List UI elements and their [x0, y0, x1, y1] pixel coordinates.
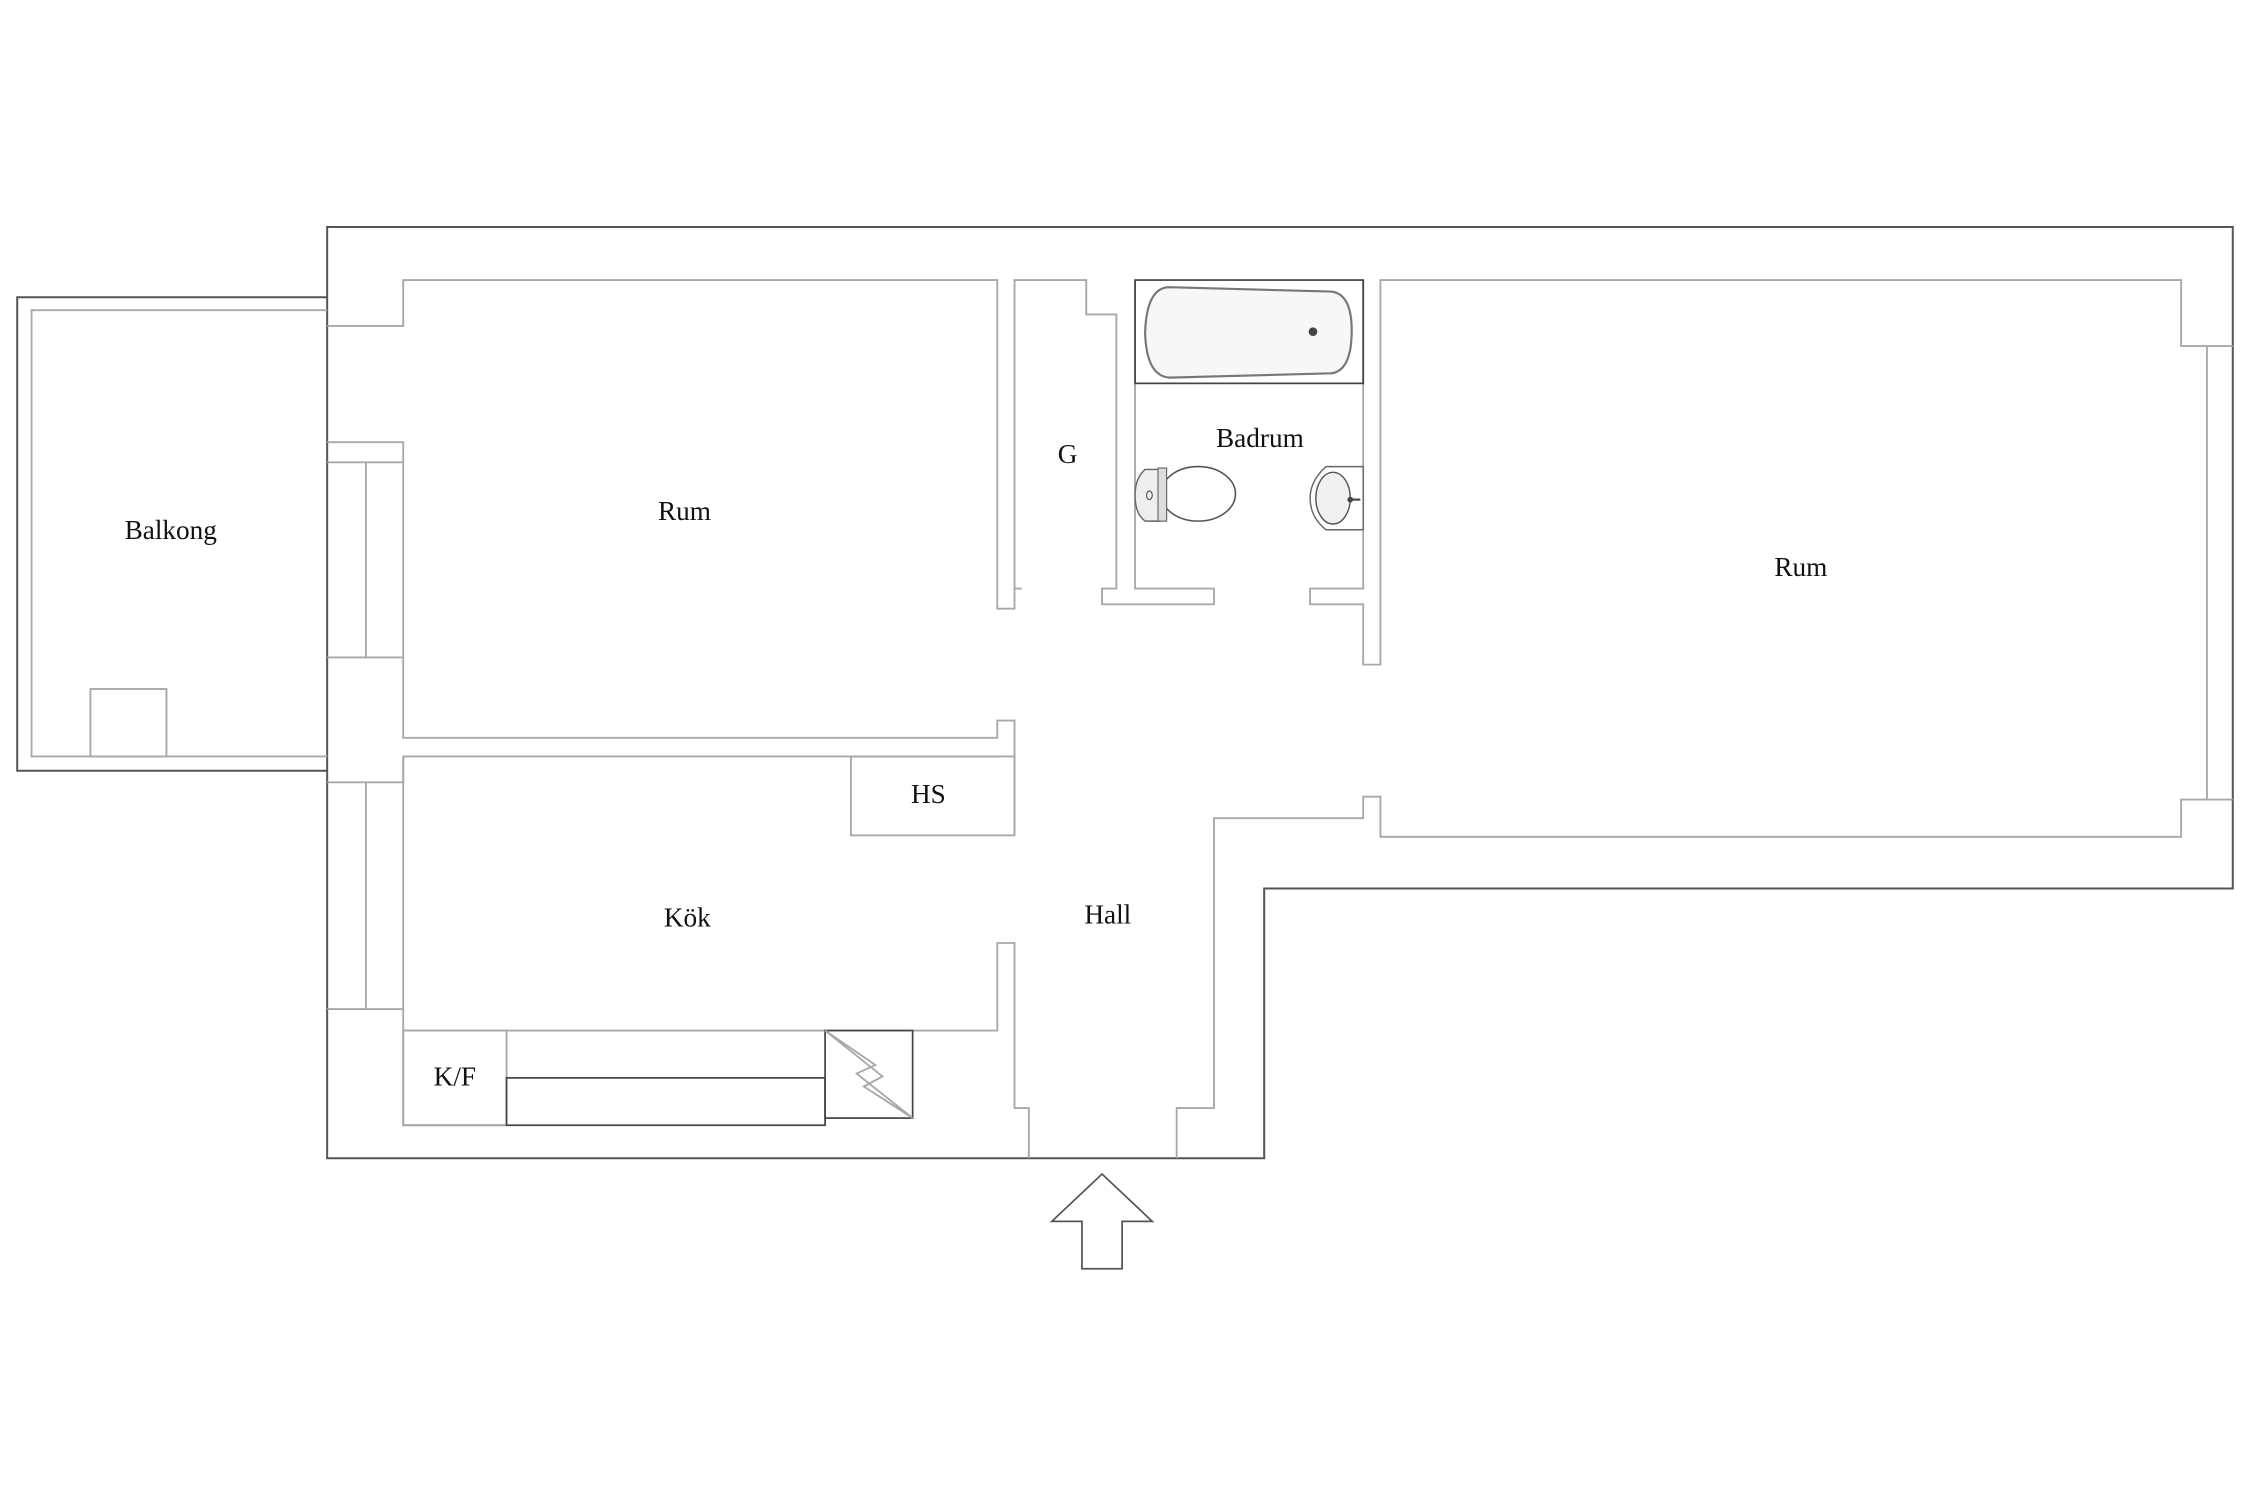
balcony	[16, 296, 328, 772]
bathtub	[1134, 279, 1365, 385]
wardrobe-walls	[1013, 279, 1215, 606]
toilet	[1134, 465, 1237, 522]
entrance-arrow-icon	[1049, 1172, 1155, 1270]
label-hall: Hall	[1084, 899, 1131, 929]
bathroom-walls	[1309, 279, 2233, 666]
label-wardrobe: G	[1058, 439, 1078, 469]
outer-wall	[326, 225, 2234, 1160]
hs-cabinet	[849, 755, 1016, 837]
label-hs: HS	[911, 779, 946, 809]
room-right-walls	[1175, 795, 2233, 1159]
label-kitchen: Kök	[664, 902, 711, 932]
label-balcony: Balkong	[125, 515, 218, 545]
sink	[1309, 465, 1364, 531]
window-left-2	[327, 782, 404, 1010]
room-left-walls	[327, 279, 1022, 610]
label-room-left: Rum	[658, 496, 711, 526]
label-bathroom: Badrum	[1216, 423, 1304, 453]
counter	[505, 1077, 826, 1127]
label-fridge-freezer: K/F	[434, 1062, 476, 1092]
stove	[824, 1029, 914, 1119]
label-room-right: Rum	[1774, 552, 1827, 582]
window-left-1	[327, 461, 404, 659]
